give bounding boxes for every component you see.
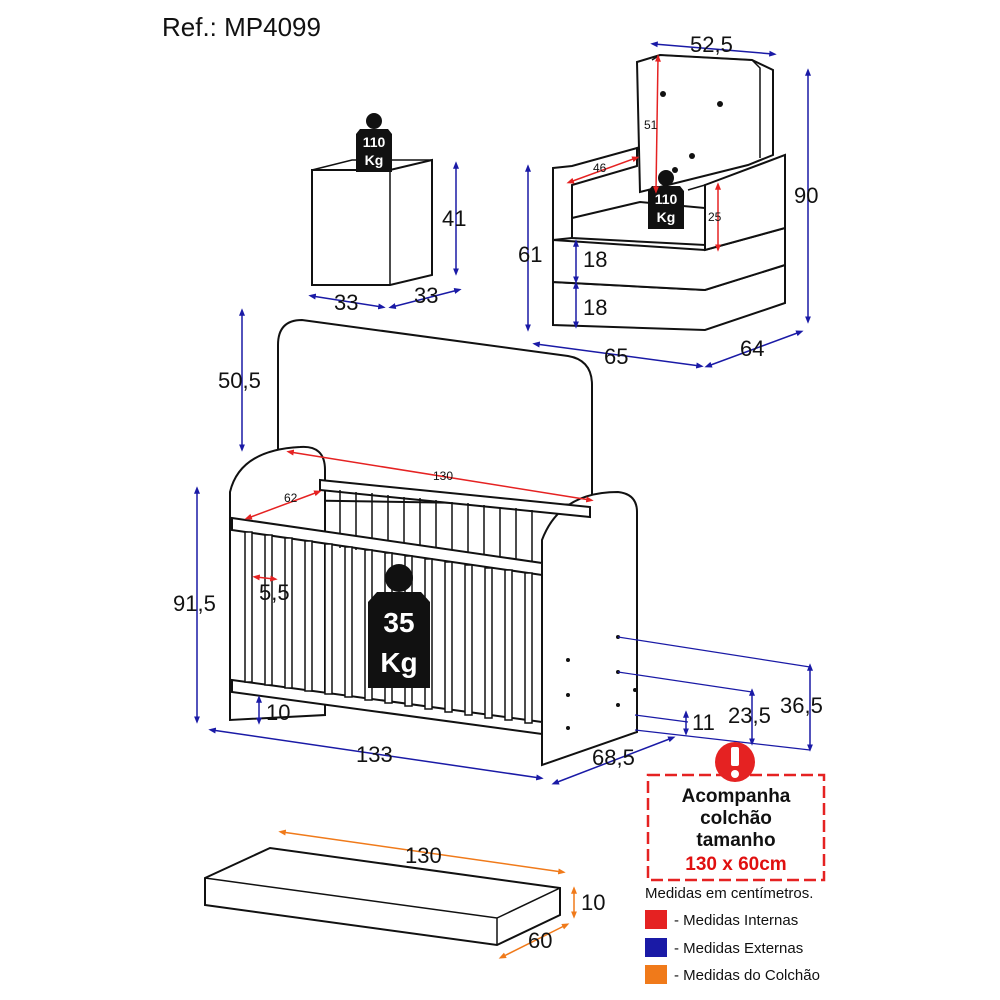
crib-bar-spacing-label: 5,5 bbox=[259, 580, 290, 605]
crib-side-height-23-label: 23,5 bbox=[728, 703, 771, 728]
armchair-back-width-label: 52,5 bbox=[690, 32, 733, 57]
crib-internal-width-label: 62 bbox=[284, 491, 298, 505]
notice-line-2: colchão bbox=[700, 808, 772, 829]
pouf-weight-unit: Kg bbox=[365, 152, 384, 168]
mattress-width-label: 60 bbox=[528, 928, 552, 953]
crib-internal-length-label: 130 bbox=[433, 469, 453, 483]
weight-tag-icon bbox=[658, 170, 674, 186]
legend-swatch-external bbox=[645, 938, 667, 957]
crib-side-height-36-label: 36,5 bbox=[780, 693, 823, 718]
crib-drawing bbox=[229, 318, 638, 767]
armchair-weight-unit: Kg bbox=[657, 209, 676, 225]
armchair-base-lower-label: 18 bbox=[583, 295, 607, 320]
legend-mattress-label: - Medidas do Colchão bbox=[674, 967, 820, 984]
legend: Medidas em centímetros. - Medidas Intern… bbox=[645, 885, 820, 984]
weight-tag-icon bbox=[366, 113, 382, 129]
pouf-drawing bbox=[311, 158, 433, 286]
legend-external-label: - Medidas Externas bbox=[674, 940, 803, 957]
weight-tag-icon bbox=[385, 564, 413, 592]
pouf-weight-value: 110 bbox=[363, 134, 386, 150]
crib-weight-value: 35 bbox=[383, 607, 414, 638]
mattress-height-label: 10 bbox=[581, 890, 605, 915]
legend-internal-label: - Medidas Internas bbox=[674, 912, 798, 929]
crib-headboard-height-label: 50,5 bbox=[218, 368, 261, 393]
pouf-width-label: 33 bbox=[334, 290, 358, 315]
legend-title: Medidas em centímetros. bbox=[645, 885, 813, 902]
crib-total-height-label: 91,5 bbox=[173, 591, 216, 616]
reference-code: Ref.: MP4099 bbox=[162, 12, 321, 42]
armchair-seat-height-label: 61 bbox=[518, 242, 542, 267]
armchair-width-label: 65 bbox=[604, 344, 628, 369]
pouf-weight-tag: 110 Kg bbox=[356, 113, 392, 172]
armchair-base-upper-label: 18 bbox=[583, 247, 607, 272]
legend-swatch-internal bbox=[645, 910, 667, 929]
crib-weight-tag: 35 Kg bbox=[368, 564, 430, 688]
mattress-notice-box: Acompanha colchão tamanho 130 x 60cm bbox=[646, 742, 826, 882]
crib-bottom-gap-label: 10 bbox=[266, 700, 290, 725]
armchair-arm-height-label: 25 bbox=[708, 210, 722, 224]
notice-line-1: Acompanha bbox=[682, 786, 791, 807]
armchair-back-height-label: 51 bbox=[644, 118, 658, 132]
mattress-drawing bbox=[204, 846, 561, 947]
armchair-total-height-label: 90 bbox=[794, 183, 818, 208]
armchair-seat-width-label: 46 bbox=[593, 161, 607, 175]
notice-size: 130 x 60cm bbox=[685, 854, 786, 875]
armchair-weight-value: 110 bbox=[655, 191, 678, 207]
armchair-depth-label: 64 bbox=[740, 336, 764, 361]
crib-depth-label: 68,5 bbox=[592, 745, 635, 770]
crib-side-height-11-label: 11 bbox=[692, 710, 715, 735]
mattress-length-label: 130 bbox=[405, 843, 442, 868]
armchair-weight-tag: 110 Kg bbox=[648, 170, 684, 229]
pouf-depth-label: 33 bbox=[414, 283, 438, 308]
pouf-height-label: 41 bbox=[442, 206, 466, 231]
crib-length-label: 133 bbox=[356, 742, 393, 767]
notice-line-3: tamanho bbox=[696, 830, 775, 851]
legend-swatch-mattress bbox=[645, 965, 667, 984]
crib-weight-unit: Kg bbox=[380, 647, 417, 678]
